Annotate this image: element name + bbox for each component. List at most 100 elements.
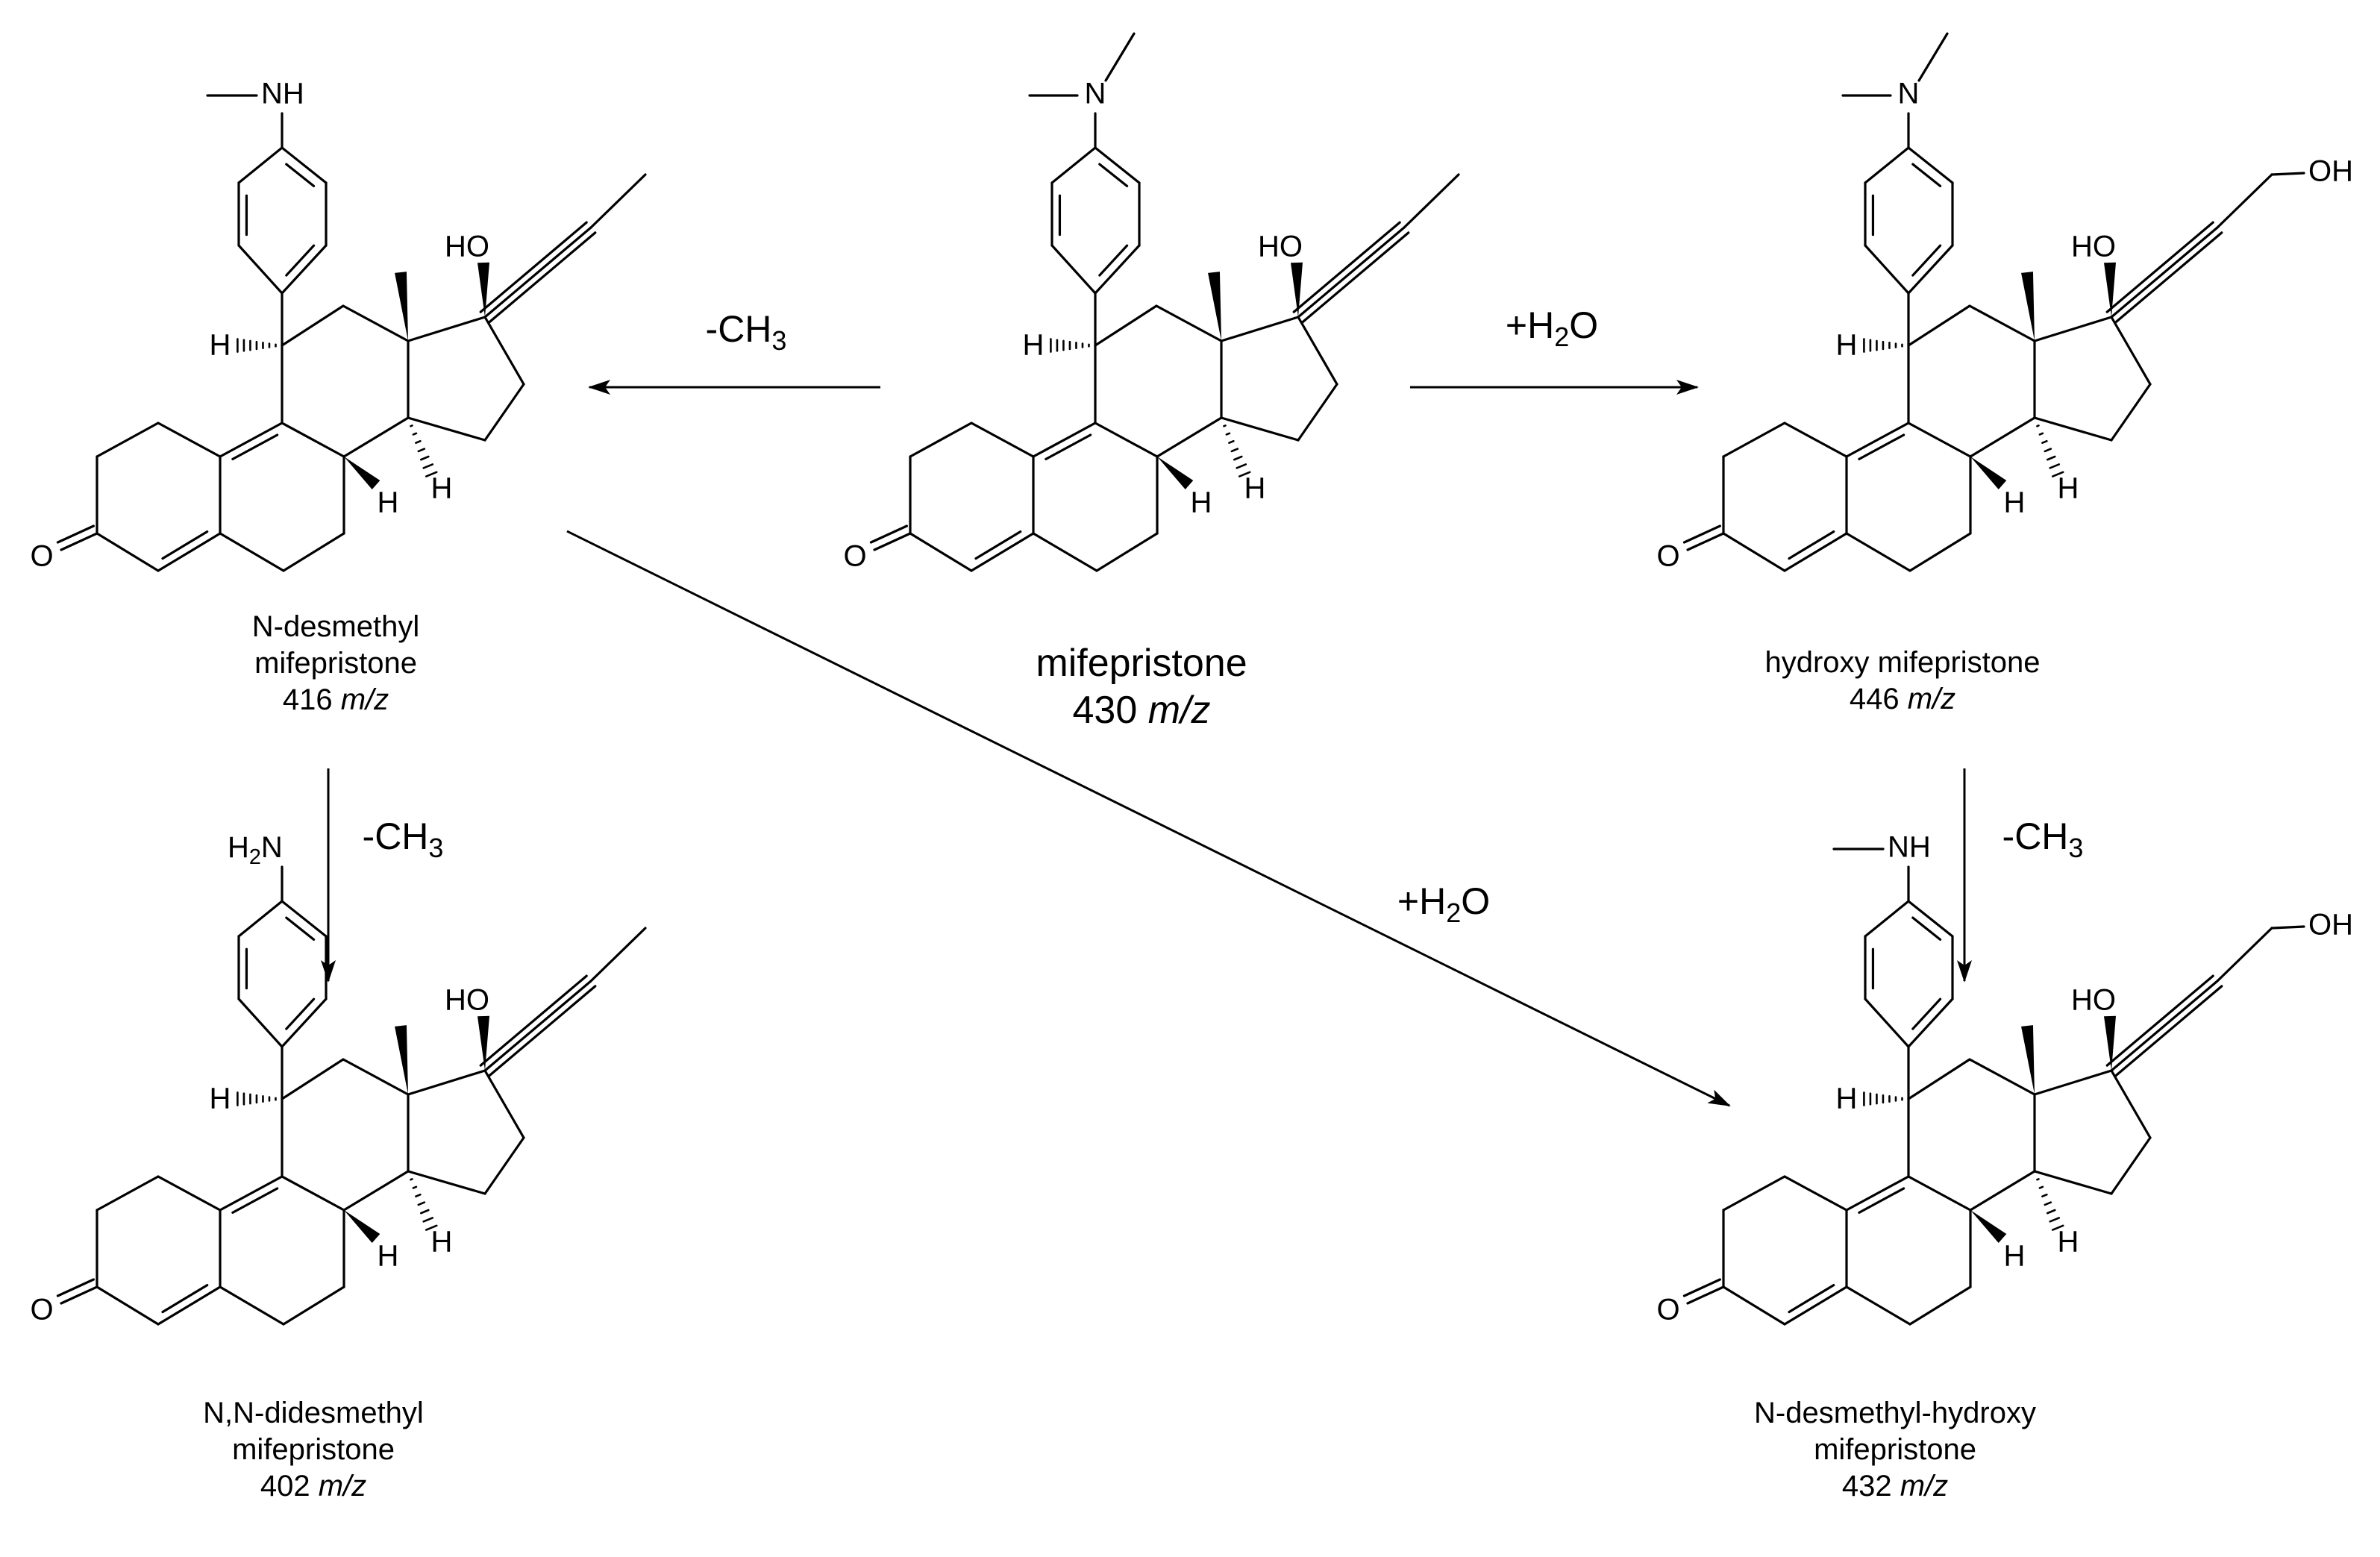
bond [1907,1175,1972,1212]
bond [483,316,525,386]
hash-line [422,1217,434,1223]
bond [237,146,284,184]
hydroxyl-label: HO [445,231,489,263]
bond [1969,1170,2036,1212]
bond [281,1058,345,1100]
bond [2033,1170,2113,1195]
bond-aromatic [285,244,316,277]
hash-line [2049,463,2061,469]
bond [2033,1069,2113,1096]
hash-line [2044,448,2052,453]
name-line: N-desmethyl-hydroxy [1754,1397,2036,1429]
arrow-mif-to-desmethyl: -CH3 [588,308,880,395]
bond-double [56,1278,95,1297]
hash-line [2041,439,2048,444]
arrow-hydroxy-to-desmethyl-hydroxy: -CH3 [1957,768,2083,983]
bond [342,1058,410,1096]
bond [1297,383,1338,442]
terminal-hydroxyl-label: OH [2308,155,2353,188]
wedge-bond [477,1015,489,1071]
bond [1907,997,1954,1048]
bond [219,532,285,572]
hash-line [417,448,426,453]
bond-aromatic [1911,244,1942,277]
bond [281,146,328,184]
hash-line [2051,1224,2064,1231]
bond [60,1285,98,1305]
bond [1722,1285,1786,1326]
hash-line [420,1209,430,1215]
bond [342,416,410,458]
bond [1297,226,1406,319]
wedge-bond [395,272,408,341]
bond [95,1175,160,1212]
bond [407,1069,486,1096]
hash-line [2038,432,2044,436]
wedge-bond [2021,1025,2035,1094]
wedge-bond [344,457,381,489]
mz-line: 402 m/z [149,1468,477,1505]
bond [2110,1069,2152,1139]
bond [1969,416,2036,458]
name-line: mifepristone [1814,1432,1976,1466]
bond [407,1170,486,1195]
bond [1845,1285,1911,1326]
hash-line [417,1201,426,1206]
bond [1050,146,1097,184]
bond [342,1170,410,1212]
bond [1220,316,1300,342]
hydroxyl-label: HO [2071,231,2116,263]
label-mifepristone: mifepristone 430 m/z [977,640,1306,735]
bond [909,532,973,572]
bond-aromatic [285,916,316,941]
mz-value: 416 [282,683,333,716]
bond [281,422,345,458]
bond-double [1858,433,1905,460]
bond [1907,244,1954,295]
reaction-arrow [566,530,1731,1107]
bond [1095,532,1159,572]
bond [1686,532,1725,551]
mz-unit: m/z [1900,1469,1949,1503]
bond [1722,422,1786,458]
hydroxyl-label: HO [2071,984,2116,1017]
carbonyl-oxygen-label: O [1656,1294,1679,1326]
bond [237,900,284,938]
hash-line [2044,1201,2052,1206]
mz-unit: m/z [1147,689,1211,733]
wedge-bond [395,1025,408,1094]
bond [2110,980,2219,1072]
hash-line [415,1193,422,1197]
bond [1907,900,1954,938]
hash-bond [1223,425,1251,477]
bond [483,1069,525,1139]
arrow-mif-to-hydroxy: +H2O [1410,304,1699,395]
hydrogen-label: H [2004,1240,2026,1273]
bond-aromatic [285,163,316,187]
amine-label: H2N [228,831,283,869]
bond [1156,416,1223,458]
bond [2110,226,2219,319]
name-line: N,N-didesmethyl [203,1397,424,1429]
bond [1845,422,1910,458]
reaction-label: -CH3 [363,815,444,862]
bond [1968,1058,2036,1096]
bond [483,226,592,319]
mz-value: 432 [1841,1469,1892,1503]
hash-line [2036,425,2040,427]
methyl-bond [1104,32,1136,82]
hash-line [1223,425,1227,427]
bond [2110,383,2152,442]
mz-value: 446 [1849,682,1900,715]
bond-aromatic [1098,163,1129,187]
arrow-desmethyl-to-desmethyl-hydroxy: +H2O [566,530,1731,1107]
bond [2033,316,2113,342]
reaction-label: -CH3 [706,308,787,355]
methyl-bond [1917,32,1949,82]
bond [281,900,328,938]
wedge-bond [477,262,489,317]
